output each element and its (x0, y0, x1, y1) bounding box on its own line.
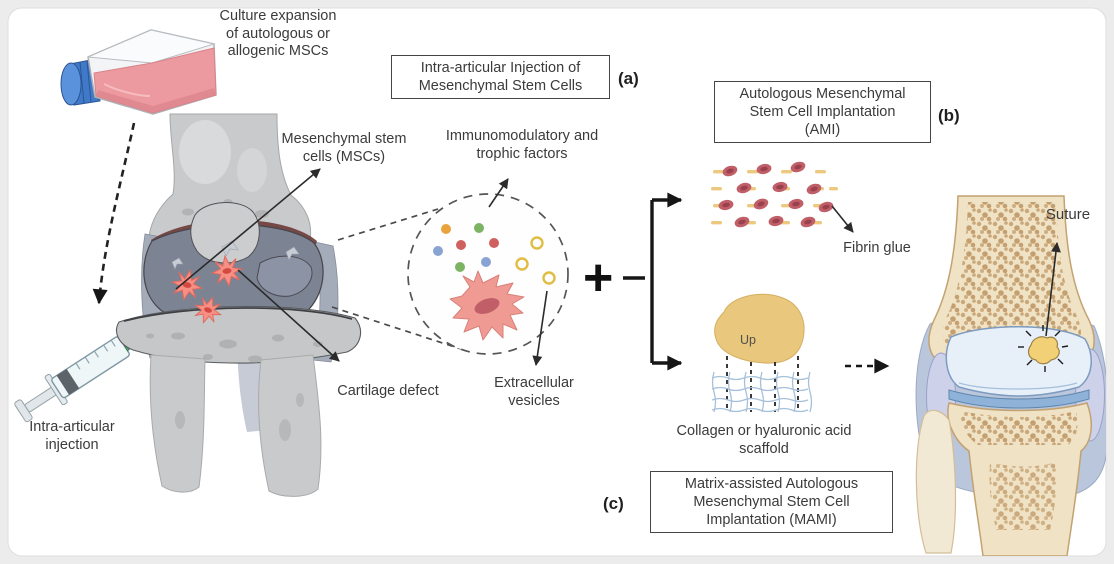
culture-expansion-label: Culture expansion of autologous or allog… (219, 8, 337, 60)
combination-bracket (623, 192, 683, 371)
fibrin-glue-arrow (831, 205, 854, 233)
collagen-scaffold-label: Collagen or hyaluronic acid scaffold (676, 423, 852, 457)
factor-dot (456, 240, 466, 250)
msc-cell (449, 270, 525, 341)
cartilage-defect-arrow (237, 269, 340, 362)
zoom-callout-lines (331, 208, 462, 350)
factor-dot (474, 223, 484, 233)
extracellular-vesicle-rings (515, 236, 556, 285)
suture-label: Suture (1045, 206, 1091, 223)
factor-dot (455, 262, 465, 272)
sutured-graft-patch (1027, 336, 1060, 365)
femur-bone (928, 195, 1095, 368)
flask-to-syringe-arrow (92, 122, 136, 305)
panel-b-title-box: Autologous Mesenchymal Stem Cell Implant… (714, 81, 931, 144)
factor-dot (433, 246, 443, 256)
fibrin-glue-cluster (711, 161, 854, 233)
flask-top-face (87, 29, 216, 64)
meniscus-band (948, 389, 1090, 409)
panel-a-title-box: Intra-articular Injection of Mesenchymal… (391, 55, 610, 100)
msc-cells-in-glue (718, 161, 834, 228)
factor-dot (481, 257, 491, 267)
scaffold-blob (714, 293, 805, 364)
tibial-plateau (115, 305, 362, 364)
scaffold-up-label: Up (740, 333, 756, 347)
syringe-stopper (56, 369, 80, 395)
msc-stars (170, 254, 244, 324)
scaffold-illustration: Up (711, 293, 890, 413)
culture-flask-illustration (60, 29, 217, 305)
msc-label-arrow (175, 168, 321, 290)
extracellular-arrow (532, 290, 548, 366)
meniscus-fold (256, 255, 313, 297)
panel-b-tag: (b) (938, 106, 960, 125)
panel-c-tag: (c) (603, 494, 624, 513)
panel-a-tag: (a) (618, 69, 639, 88)
extracellular-vesicles-label: Extracellular vesicles (494, 375, 574, 409)
factor-dot (441, 224, 451, 234)
factor-dot (489, 238, 499, 248)
secretome-zoom-circle (407, 178, 569, 366)
cartilage-defect-label: Cartilage defect (337, 383, 439, 399)
flask-medium (93, 47, 217, 114)
immunomodulatory-arrow (488, 178, 509, 208)
scaffold-mesh (711, 371, 813, 413)
msc-label: Mesenchymal stem cells (MSCs) (281, 131, 407, 165)
repaired-knee-illustration (915, 195, 1106, 556)
suture-stitches (1018, 325, 1069, 372)
injected-knee-illustration (115, 113, 462, 497)
scaffold-drop-lines (726, 356, 799, 412)
panel-c-title-box: Matrix-assisted Autologous Mesenchymal S… (650, 471, 893, 534)
condyle-knob (190, 202, 260, 264)
plus-icon: + (583, 249, 614, 307)
suture-arrow (1045, 242, 1061, 337)
fibula-bone (915, 409, 957, 554)
tibia-bone (947, 402, 1093, 556)
intra-articular-injection-label: Intra-articular injection (29, 419, 115, 453)
immunomodulatory-label: Immunomodulatory and trophic factors (445, 128, 599, 162)
fibrin-glue-label: Fibrin glue (843, 240, 911, 256)
